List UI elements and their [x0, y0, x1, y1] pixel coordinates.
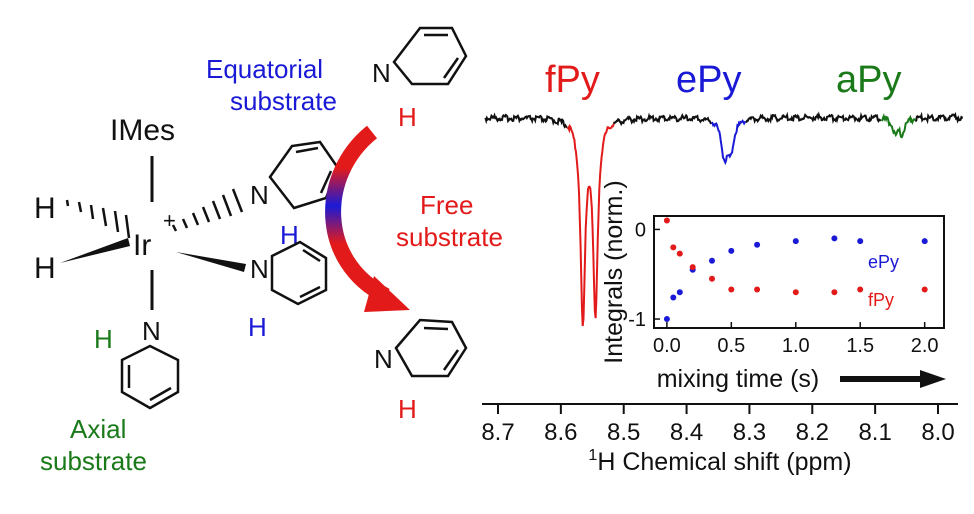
spectrum-tick-label: 8.2: [796, 419, 829, 446]
inset-point-fpy: [857, 286, 864, 293]
spectrum-tick-label: 8.0: [921, 419, 954, 446]
spectrum-trace-baseline: [484, 111, 963, 129]
spectrum-xlabel-sup: 1: [588, 447, 597, 464]
pyridine-ring-axial-inner: [127, 365, 172, 402]
equatorial-label-line2: substrate: [230, 86, 337, 116]
spectrum-trace-epy: [710, 119, 746, 166]
n-label-eq2: N: [250, 254, 269, 284]
exchange-arrowhead: [364, 276, 410, 312]
inset-point-fpy: [709, 275, 715, 282]
spectrum-tick-label: 8.6: [544, 419, 577, 446]
spectrum-x-ticks: 8.7 8.6 8.5 8.4 8.3 8.2 8.1 8.0: [481, 404, 955, 446]
inset-point-fpy: [728, 286, 735, 293]
inset-points: [663, 217, 928, 322]
hydride-upper: H: [34, 192, 56, 225]
inset-point-epy: [663, 316, 670, 322]
n-label-axial: N: [142, 316, 161, 346]
inset-point-fpy: [663, 217, 670, 224]
exchange-arrow: [325, 125, 390, 304]
spectrum-tick-label: 8.4: [670, 419, 703, 446]
peak-label-apy: aPy: [836, 59, 901, 101]
inset-x-tick-label: 0.0: [653, 335, 681, 357]
spectrum-tick-label: 8.1: [858, 419, 891, 446]
h-label-incoming: H: [398, 102, 417, 132]
hashed-bond-ir-n-eq1: [171, 188, 244, 232]
n-label-eq1: N: [250, 180, 269, 210]
spectrum-tick-label: 8.5: [607, 419, 640, 446]
free-label-line1: Free: [420, 190, 473, 220]
inset-point-epy: [754, 241, 761, 248]
n-label-incoming: N: [372, 58, 391, 88]
peak-label-epy: ePy: [676, 59, 741, 101]
nmr-spectrum: fPy ePy aPy 8.7 8.6 8.5 8.4 8.3 8.2 8.1 8.0 1H …: [481, 59, 963, 476]
free-label-line2: substrate: [396, 222, 503, 252]
wedge-bond-ir-h-lower: [60, 238, 130, 263]
iridium-complex: IMes Ir + H H N: [34, 114, 340, 410]
inset-point-fpy: [676, 250, 683, 257]
inset-point-fpy: [831, 289, 838, 296]
time-arrow-head: [920, 370, 946, 388]
pyridine-ring-axial: [120, 344, 180, 410]
inset-point-epy: [857, 238, 864, 245]
inset-point-epy: [709, 257, 715, 264]
spectrum-trace-fpy: [566, 123, 615, 327]
hydride-lower: H: [34, 252, 56, 285]
inset-point-epy: [921, 238, 928, 245]
peak-label-fpy: fPy: [545, 59, 600, 101]
inset-x-tick-label: 2.0: [911, 335, 939, 357]
inset-xlabel: mixing time (s): [657, 365, 820, 393]
inset-point-epy: [831, 235, 838, 242]
inset-frame: [653, 215, 945, 329]
incoming-pyridine: N H: [372, 26, 468, 132]
inset-x-tick-label: 0.5: [717, 335, 745, 357]
spectrum-trace-apy: [880, 113, 917, 139]
pyridine-ring-eq2-inner: [299, 248, 321, 299]
hashed-bond-ir-h-upper: [65, 199, 131, 239]
n-label-released: N: [374, 344, 393, 374]
inset-point-epy: [670, 294, 677, 301]
h-label-eq1: H: [280, 220, 299, 250]
inset-point-fpy: [792, 289, 799, 296]
inset-point-fpy: [921, 286, 928, 293]
released-pyridine: N H: [374, 318, 468, 424]
inset-point-fpy: [754, 286, 761, 293]
inset-ticks: 0.0 0.5 1.0 1.5 2.0 0 -1: [628, 219, 938, 357]
spectrum-xlabel-main: H Chemical shift (ppm): [597, 448, 851, 476]
inset-x-tick-label: 1.5: [846, 335, 874, 357]
inset-y-tick-label: 0: [635, 219, 646, 241]
axial-label-line2: substrate: [40, 446, 147, 476]
spectrum-xlabel: 1H Chemical shift (ppm): [588, 447, 851, 476]
pyridine-ring-eq1-inner: [295, 146, 333, 194]
equatorial-label-line1: Equatorial: [206, 54, 323, 84]
h-label-axial: H: [94, 324, 113, 354]
inset-legend-fpy: fPy: [868, 290, 894, 310]
wedge-bond-ir-n-eq2: [176, 252, 246, 272]
inset-point-epy: [676, 289, 683, 296]
spectrum-tick-label: 8.7: [481, 419, 514, 446]
spectrum-tick-label: 8.3: [733, 419, 766, 446]
inset-point-fpy: [670, 244, 677, 251]
h-label-released: H: [398, 394, 417, 424]
inset-point-fpy: [689, 264, 696, 271]
imes-label: IMes: [110, 114, 175, 147]
inset-point-epy: [728, 247, 735, 254]
inset-x-tick-label: 1.0: [782, 335, 810, 357]
inset-y-tick-label: -1: [628, 309, 646, 331]
iridium-label: Ir: [133, 229, 151, 262]
inset-point-epy: [792, 238, 799, 245]
inset-plot: 0.0 0.5 1.0 1.5 2.0 0 -1 ePy fPy Integrals (no…: [600, 180, 946, 393]
inset-ylabel: Integrals (norm.): [600, 180, 628, 363]
h-label-eq2: H: [248, 312, 267, 342]
inset-legend-epy: ePy: [868, 252, 899, 272]
axial-label-line1: Axial: [70, 414, 126, 444]
pyridine-ring-eq2: [270, 240, 328, 306]
